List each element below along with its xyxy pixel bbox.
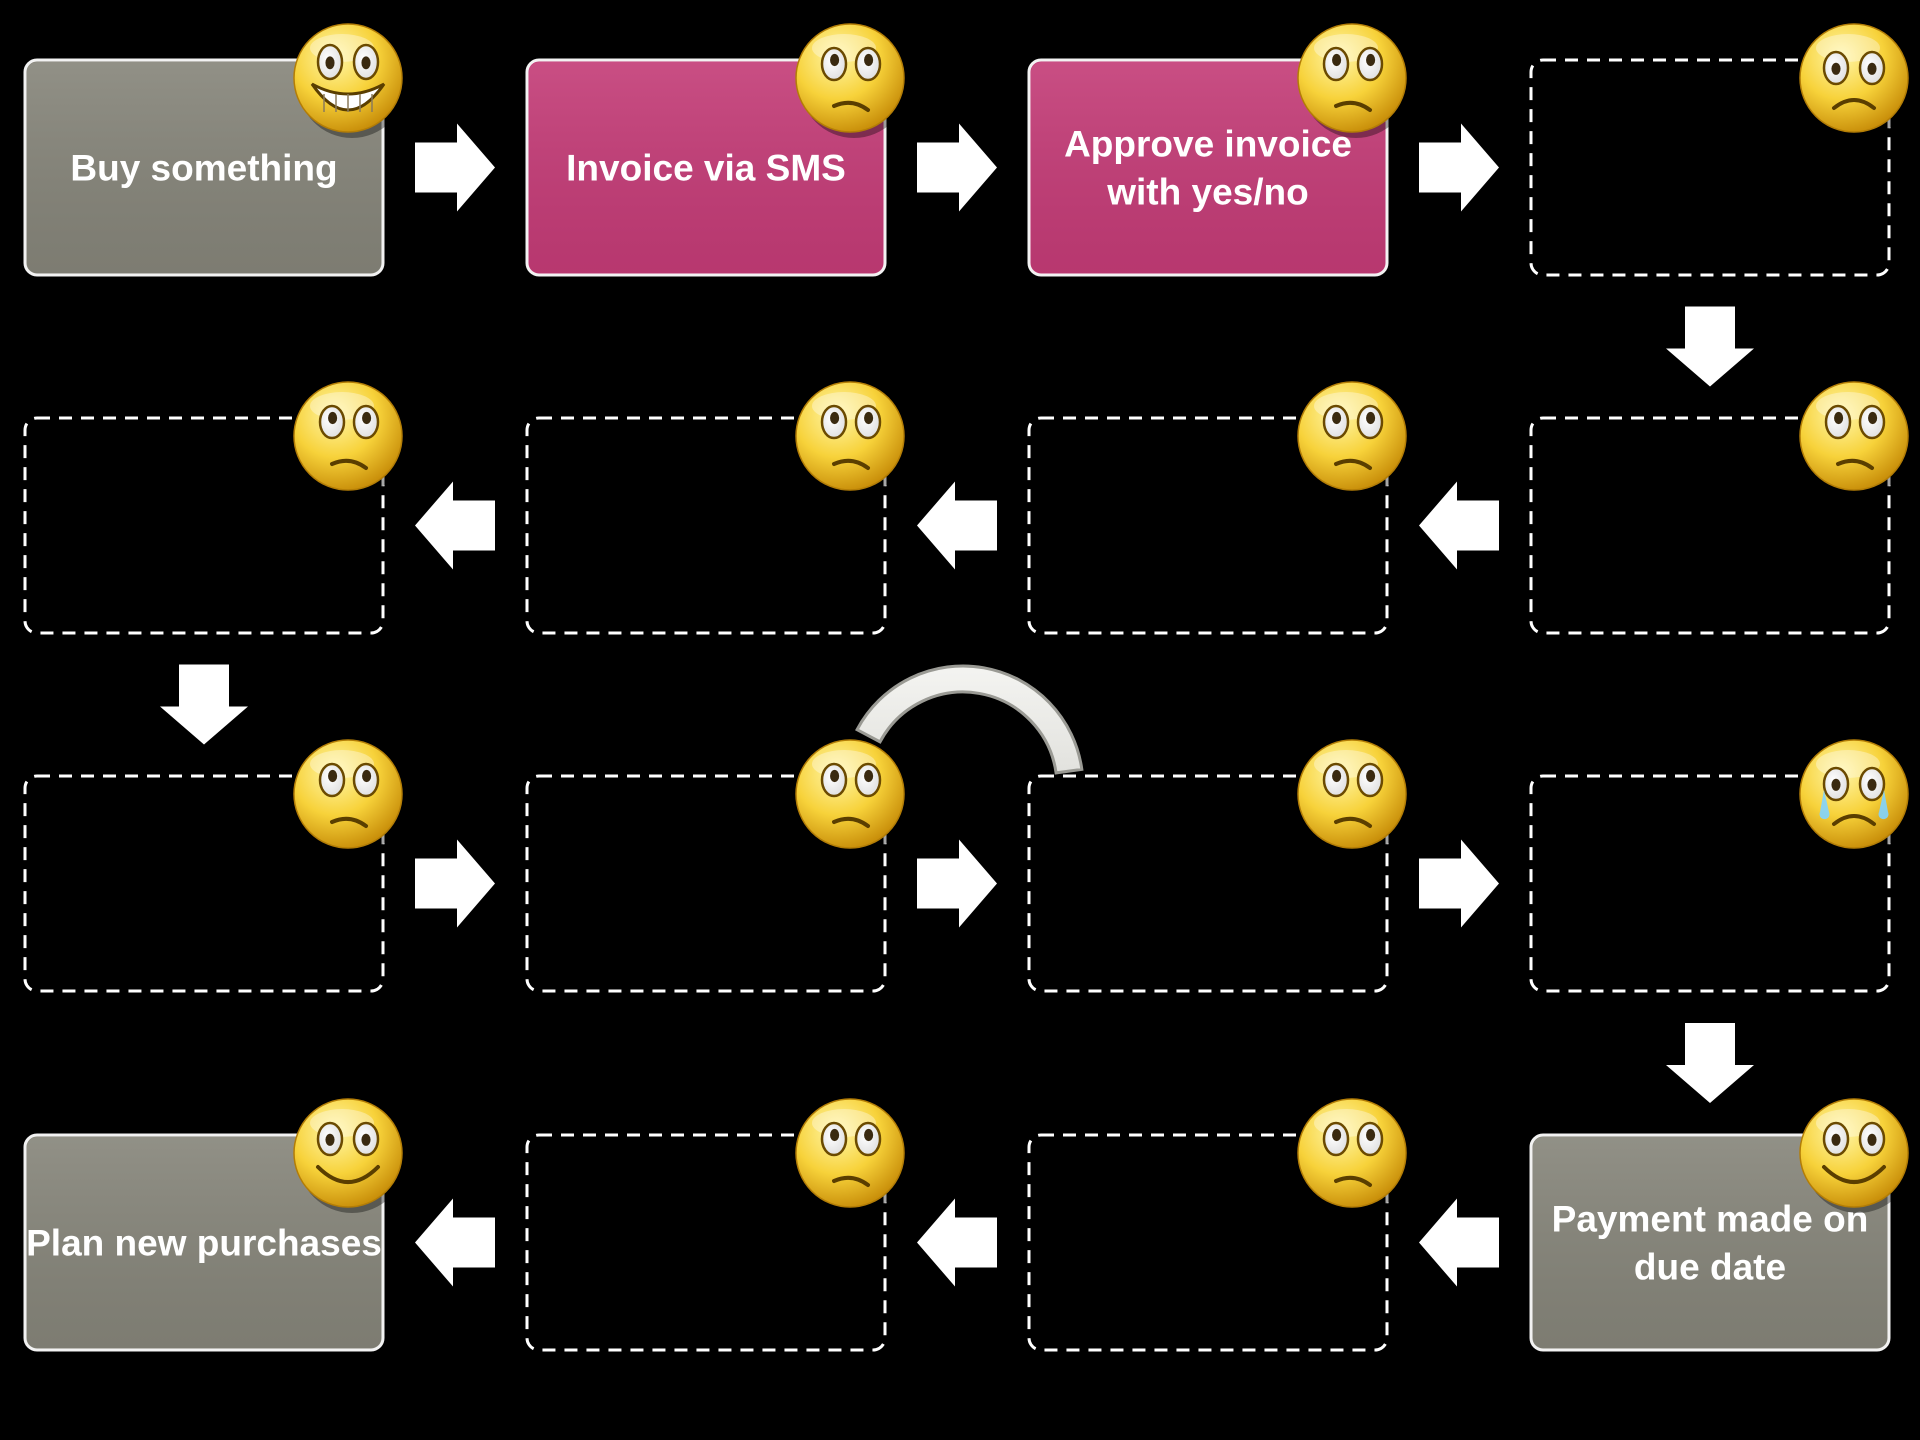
emoji-face-uneasy	[1799, 381, 1912, 496]
emoji-face-grin	[293, 23, 406, 138]
emoji-face-uneasy	[1297, 1098, 1410, 1213]
empty-step-box	[525, 416, 887, 635]
empty-step-box	[1529, 774, 1891, 993]
empty-step-box	[23, 774, 385, 993]
empty-step-box	[23, 416, 385, 635]
flow-arrow-right	[1419, 839, 1499, 928]
flow-arrow-right	[917, 839, 997, 928]
emoji-face-uneasy	[1297, 739, 1410, 854]
process-step-step-8	[23, 416, 385, 635]
process-step-step-16: Plan new purchases	[23, 1133, 385, 1352]
step-label: Plan new purchases	[26, 1222, 382, 1263]
emoji-face-uneasy	[293, 381, 406, 496]
flow-arrow-left	[1419, 481, 1499, 570]
empty-step-box	[1529, 58, 1891, 277]
step-label: Buy something	[70, 147, 337, 188]
flow-arrow-right	[415, 123, 495, 212]
emoji-face-uneasy	[293, 739, 406, 854]
skip-step-arc	[855, 664, 1084, 775]
emoji-face-smile	[293, 1098, 406, 1213]
emoji-face-uneasy	[795, 1098, 908, 1213]
emoji-face-uneasy	[1297, 381, 1410, 496]
emoji-face-uneasy	[795, 739, 908, 854]
emoji-face-smile	[1799, 1098, 1912, 1213]
process-step-step-15	[525, 1133, 887, 1352]
flow-arrow-right	[415, 839, 495, 928]
process-step-step-11	[1027, 774, 1389, 993]
process-step-step-7	[525, 416, 887, 635]
emoji-face-sad	[1799, 23, 1912, 138]
process-step-step-6	[1027, 416, 1389, 635]
process-step-step-10	[525, 774, 887, 993]
process-step-step-12	[1529, 774, 1891, 993]
flow-arrow-left	[1419, 1198, 1499, 1287]
process-step-step-9	[23, 774, 385, 993]
flow-arrow-down	[1666, 1023, 1754, 1103]
process-step-step-4	[1529, 58, 1891, 277]
emoji-face-uneasy	[1297, 23, 1410, 138]
flow-arrow-down	[1666, 306, 1754, 387]
process-step-step-14	[1027, 1133, 1389, 1352]
empty-step-box	[525, 1133, 887, 1352]
process-step-step-5	[1529, 416, 1891, 635]
step-label: Invoice via SMS	[566, 147, 846, 188]
empty-step-box	[1027, 774, 1389, 993]
empty-step-box	[1027, 416, 1389, 635]
emoji-face-crying	[1799, 739, 1912, 854]
process-step-step-2: Invoice via SMS	[525, 58, 887, 277]
empty-step-box	[525, 774, 887, 993]
process-step-step-1: Buy something	[23, 58, 385, 277]
flow-arrow-right	[917, 123, 997, 212]
empty-step-box	[1529, 416, 1891, 635]
emoji-face-uneasy	[795, 23, 908, 138]
flow-arrow-left	[917, 481, 997, 570]
emoji-face-uneasy	[795, 381, 908, 496]
flow-arrow-left	[415, 1198, 495, 1287]
flow-arrow-left	[917, 1198, 997, 1287]
flow-arrow-down	[160, 664, 248, 745]
flow-arrow-right	[1419, 123, 1499, 212]
flow-arrow-left	[415, 481, 495, 570]
empty-step-box	[1027, 1133, 1389, 1352]
